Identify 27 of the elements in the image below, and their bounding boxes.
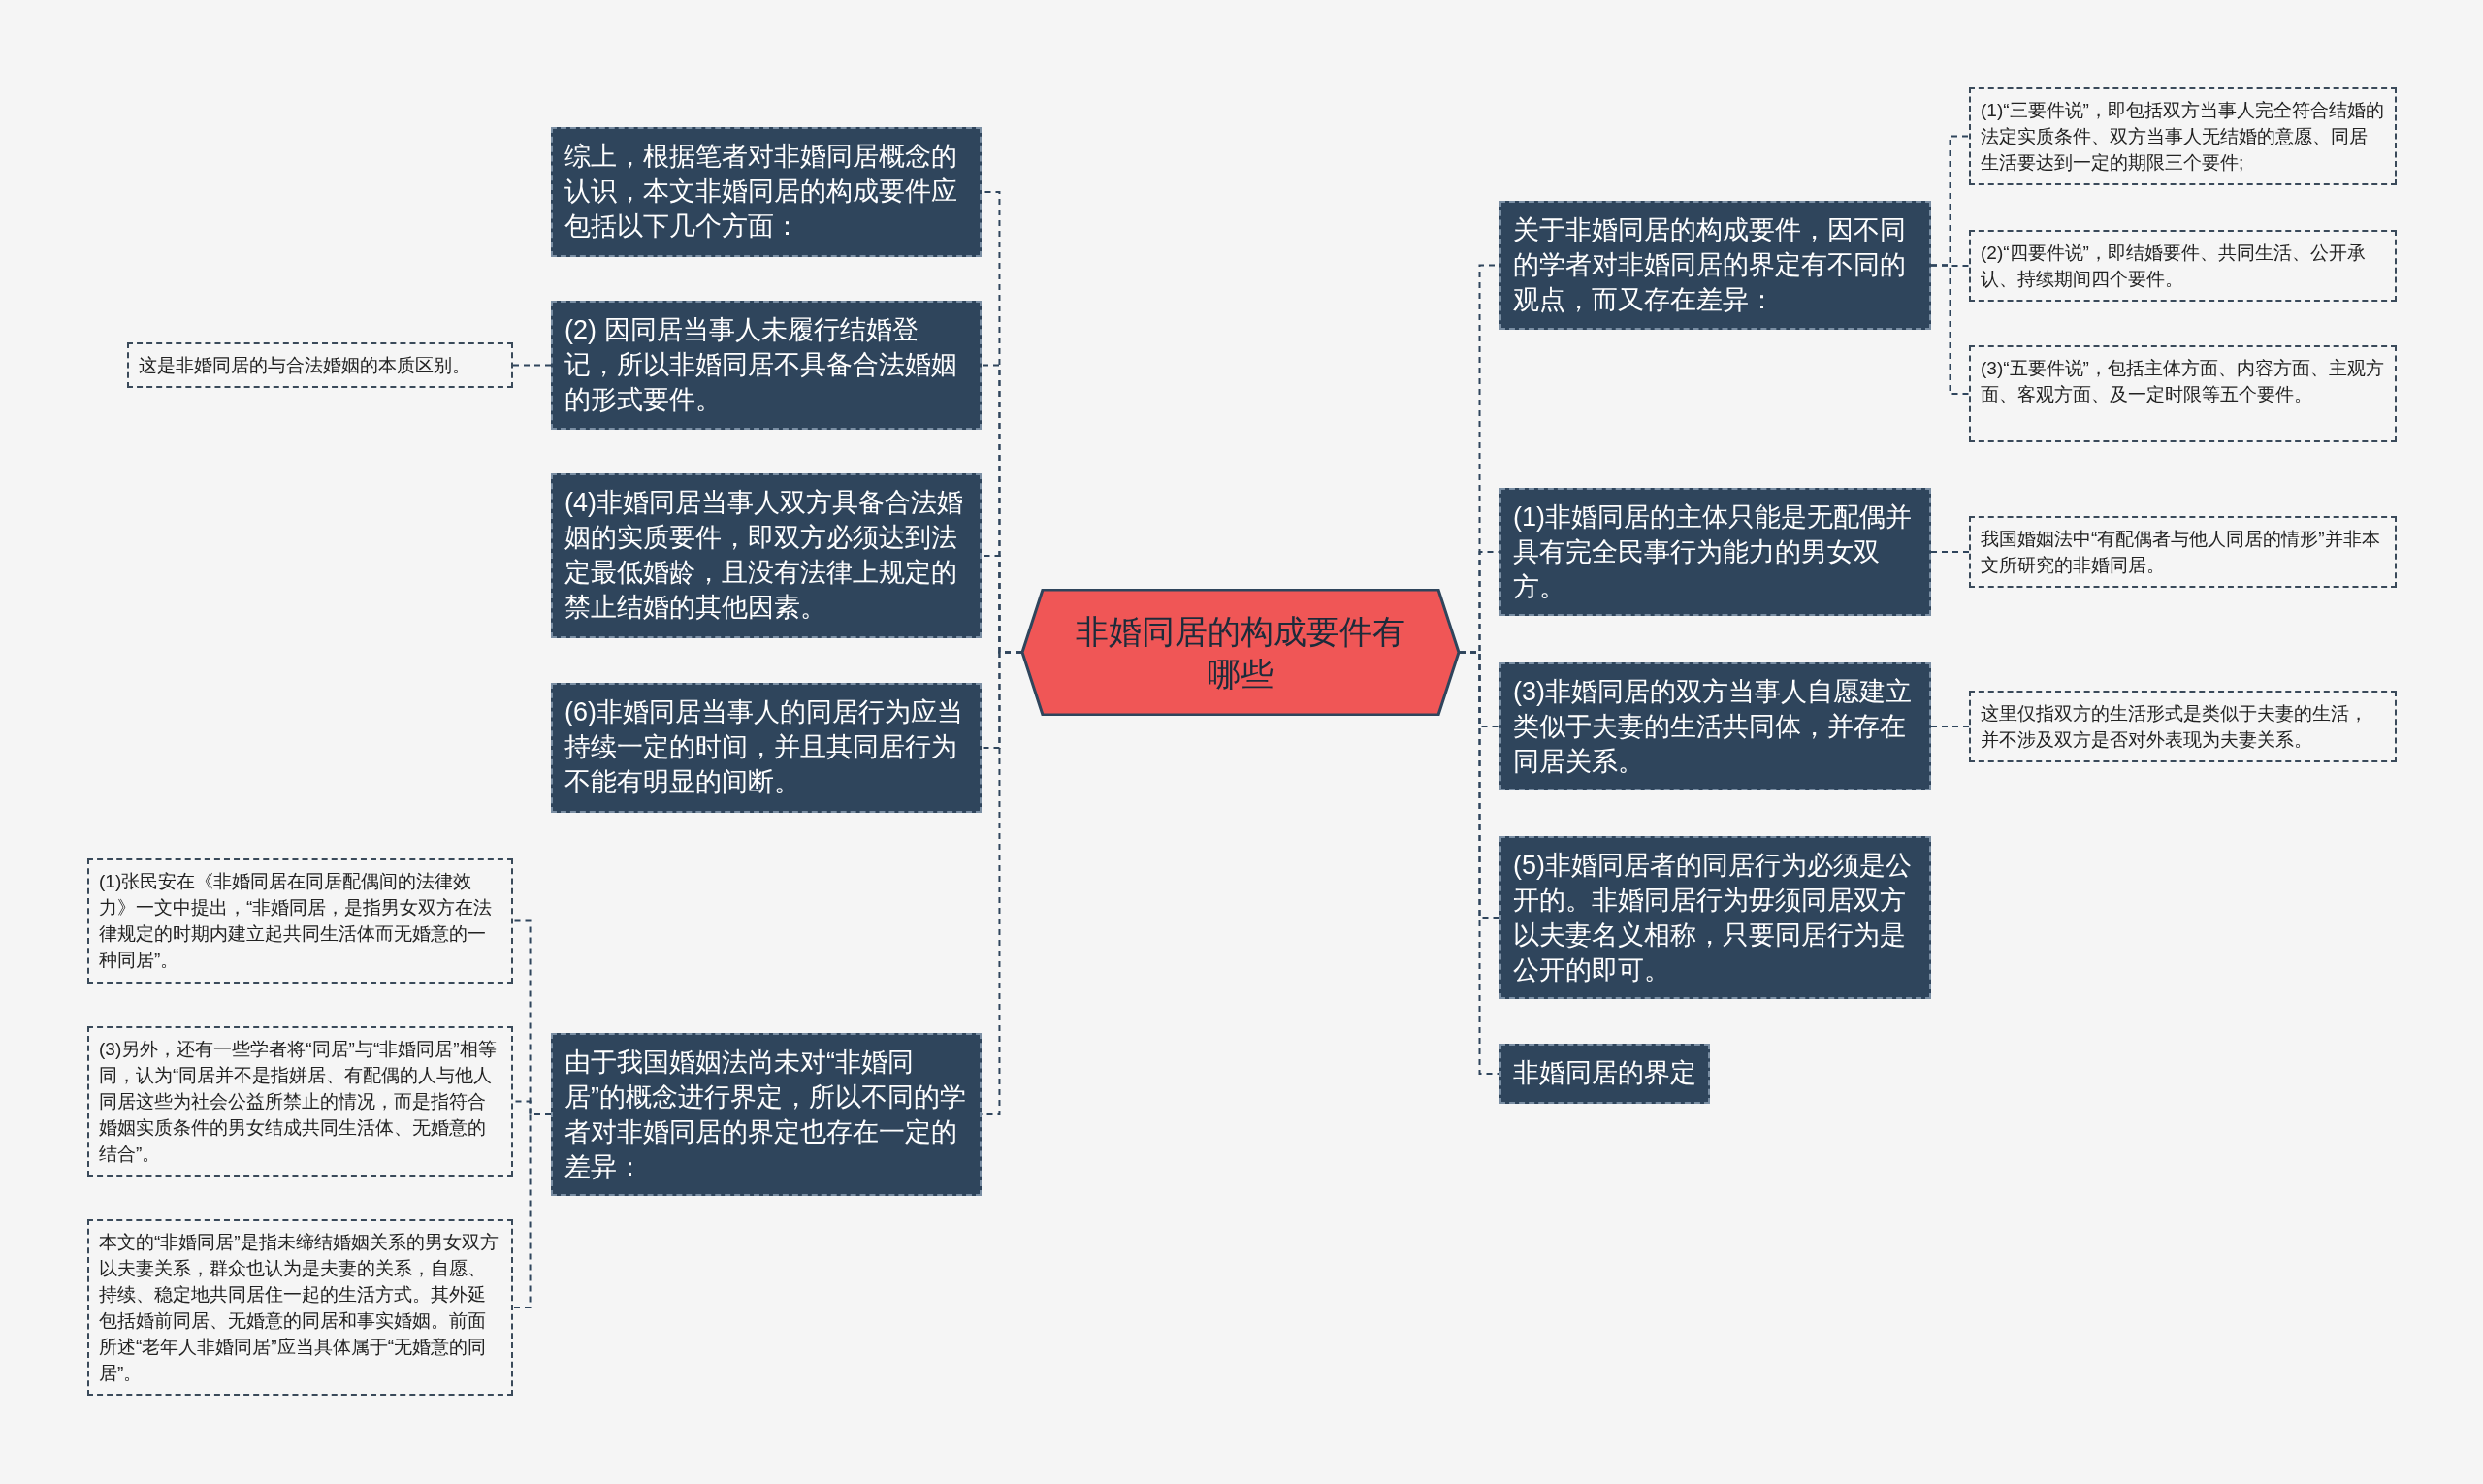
topic-box: (2) 因同居当事人未履行结婚登记，所以非婚同居不具备合法婚姻的形式要件。 — [551, 301, 982, 430]
topic-box: (6)非婚同居当事人的同居行为应当持续一定的时间，并且其同居行为不能有明显的间断。 — [551, 683, 982, 813]
topic-title: 非婚同居的构成要件有哪些 — [1075, 611, 1406, 694]
topic-box: 综上，根据笔者对非婚同居概念的认识，本文非婚同居的构成要件应包括以下几个方面： — [551, 127, 982, 257]
connector — [1930, 726, 1970, 727]
note-box: (1)“三要件说”，即包括双方当事人完全符合结婚的法定实质条件、双方当事人无结婚的意愿、同居生活要达到一定的期限三个要件; — [1969, 87, 2397, 185]
note-box: (2)“四要件说”，即结婚要件、共同生活、公开承认、持续期间四个要件。 — [1969, 230, 2397, 302]
topic-box: (3)非婚同居的双方当事人自愿建立类似于夫妻的生活共同体，并存在同居关系。 — [1499, 662, 1931, 790]
connector — [1930, 264, 1970, 395]
topic-hexagon — [1021, 589, 1460, 716]
connector — [1459, 651, 1500, 1075]
note-box: 这是非婚同居的与合法婚姻的本质区别。 — [127, 342, 513, 388]
note-box: (1)张民安在《非婚同居在同居配偶间的法律效力》一文中提出，“非婚同居，是指男女双方在法律规定的时期内建立起共同生活体而无婚意的一种同居”。 — [87, 858, 513, 984]
topic-box: 非婚同居的界定 — [1499, 1044, 1710, 1104]
note-box: 本文的“非婚同居”是指未缔结婚姻关系的男女双方以夫妻关系，群众也认为是夫妻的关系，自愿、持续、稳定地共同居住一起的生活方式。其外延包括婚前同居、无婚意的同居和事实婚姻。前面所述“老年人非婚同居”应当具体属于“无婚意的同居”。 — [87, 1219, 513, 1396]
note-box: (3)“五要件说”，包括主体方面、内容方面、主观方面、客观方面、及一定时限等五个要件。 — [1969, 345, 2397, 442]
note-box: 这里仅指双方的生活形式是类似于夫妻的生活，并不涉及双方是否对外表现为夫妻关系。 — [1969, 691, 2397, 762]
note-box: (3)另外，还有一些学者将“同居”与“非婚同居”相等同，认为“同居并不是指姘居、有配偶的人与他人同居这些为社会公益所禁止的情况，而是指符合婚姻实质条件的男女结成共同生活体、无婚意的结合”。 — [87, 1026, 513, 1177]
connector — [512, 364, 552, 367]
connector — [512, 1113, 552, 1308]
topic-box: (1)非婚同居的主体只能是无配偶并具有完全民事行为能力的男女双方。 — [1499, 488, 1931, 616]
topic-box: 关于非婚同居的构成要件，因不同的学者对非婚同居的界定有不同的观点，而又存在差异： — [1499, 201, 1931, 330]
note-box: 我国婚姻法中“有配偶者与他人同居的情形”并非本文所研究的非婚同居。 — [1969, 516, 2397, 588]
connector — [1930, 551, 1970, 553]
topic-box: (4)非婚同居当事人双方具备合法婚姻的实质要件，即双方必须达到法定最低婚龄，且没有法律上规定的禁止结婚的其他因素。 — [551, 473, 982, 638]
topic-box: (5)非婚同居者的同居行为必须是公开的。非婚同居行为毋须同居双方以夫妻名义相称，只要同居行为是公开的即可。 — [1499, 836, 1931, 999]
topic-box: 由于我国婚姻法尚未对“非婚同居”的概念进行界定，所以不同的学者对非婚同居的界定也存在一定的差异： — [551, 1033, 982, 1196]
